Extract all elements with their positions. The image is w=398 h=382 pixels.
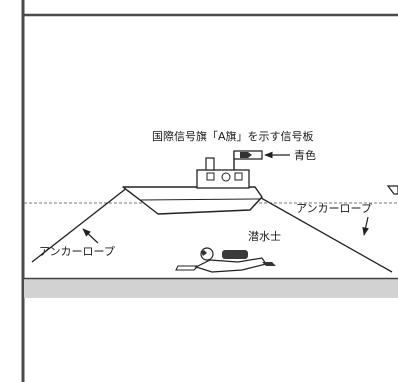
diver-hand [262,262,276,266]
anchor-rope-label-right: アンカーロープ [296,202,372,215]
rope-arrow-right [362,216,369,236]
rope-arrow-left [82,228,99,244]
cabin-window-right [234,172,243,181]
air-tank [222,250,248,259]
diver-fin [175,265,200,271]
flag-color-label: 青色 [294,148,316,162]
anchor-rope-left [31,186,129,263]
boat-deck-line [139,198,261,201]
anchor-rope-right [253,193,393,273]
diver-label: 潜水士 [248,229,281,243]
cabin-window-left [206,172,215,181]
diver-mask [201,250,207,256]
anchor-rope-label-left: アンカーロープ [39,245,115,258]
a-flag-mark [240,152,252,158]
diver-body [194,257,267,273]
cabin-porthole [221,172,231,182]
boat-exhaust [205,157,215,171]
diver [175,247,276,273]
seabed-band [24,279,398,298]
signal-board-label: 国際信号旗「A旗」を示す信号板 [152,129,314,143]
second-boat-edge [386,185,398,195]
